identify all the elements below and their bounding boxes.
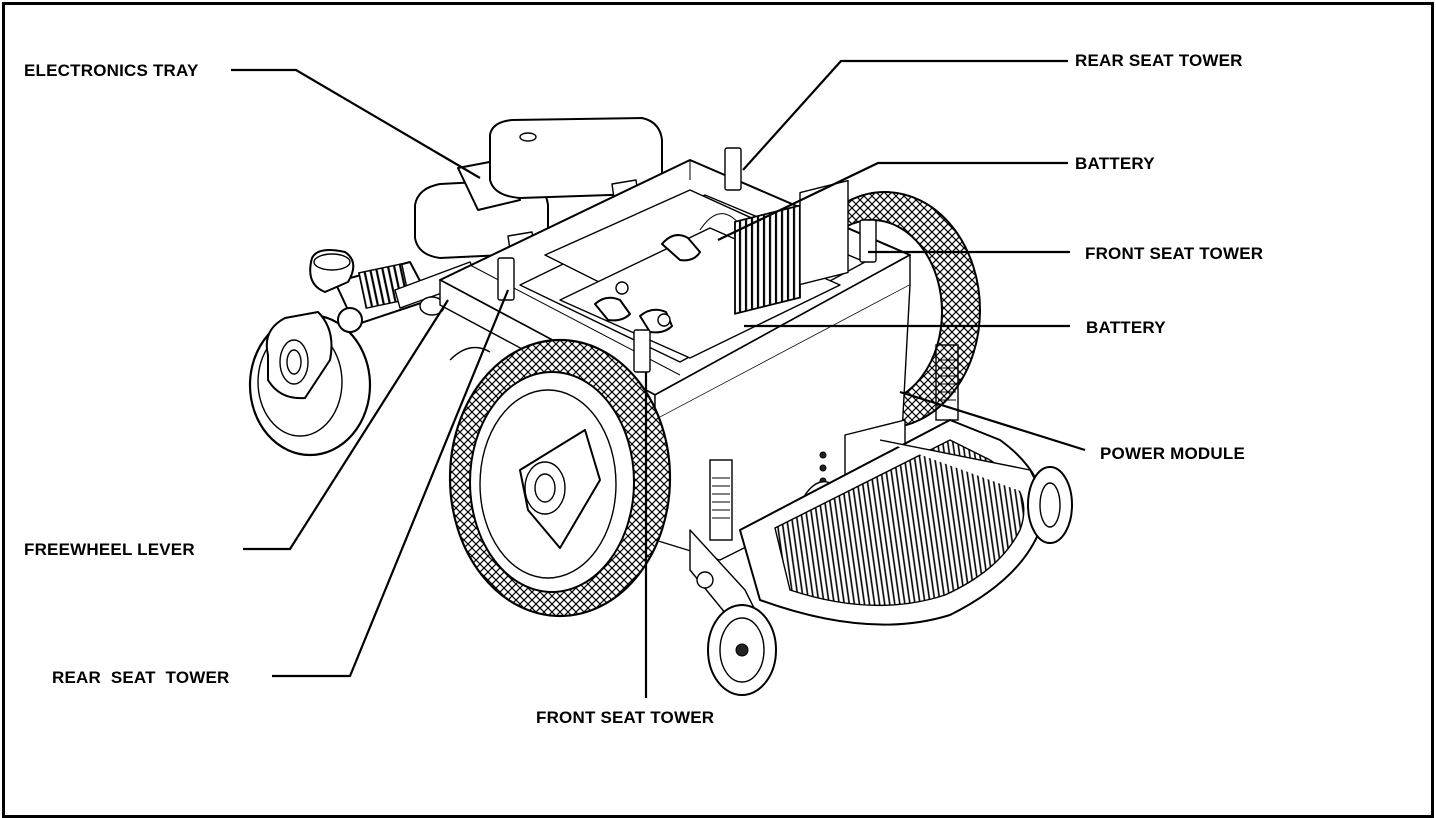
- electronics-tray-shape: [414, 117, 663, 259]
- left-caster-assembly: [248, 249, 479, 457]
- label-battery-upper: BATTERY: [1075, 154, 1155, 173]
- left-drive-wheel: [448, 338, 672, 618]
- front-right-caster: [1027, 466, 1073, 544]
- label-power-module: POWER MODULE: [1100, 444, 1245, 463]
- suspension-springs: [709, 344, 959, 541]
- label-front-seat-tower-right: FRONT SEAT TOWER: [1085, 244, 1263, 263]
- front-left-caster: [689, 529, 777, 696]
- label-battery-lower: BATTERY: [1086, 318, 1166, 337]
- label-electronics-tray: ELECTRONICS TRAY: [24, 61, 199, 80]
- leader-lines: [231, 59, 1086, 698]
- label-rear-seat-tower-top: REAR SEAT TOWER: [1075, 51, 1243, 70]
- callout-labels: ELECTRONICS TRAY REAR SEAT TOWER BATTERY…: [24, 51, 1263, 727]
- label-front-seat-tower-bottom: FRONT SEAT TOWER: [536, 708, 714, 727]
- label-freewheel-lever: FREEWHEEL LEVER: [24, 540, 195, 559]
- label-rear-seat-tower-bottom: REAR SEAT TOWER: [52, 668, 230, 687]
